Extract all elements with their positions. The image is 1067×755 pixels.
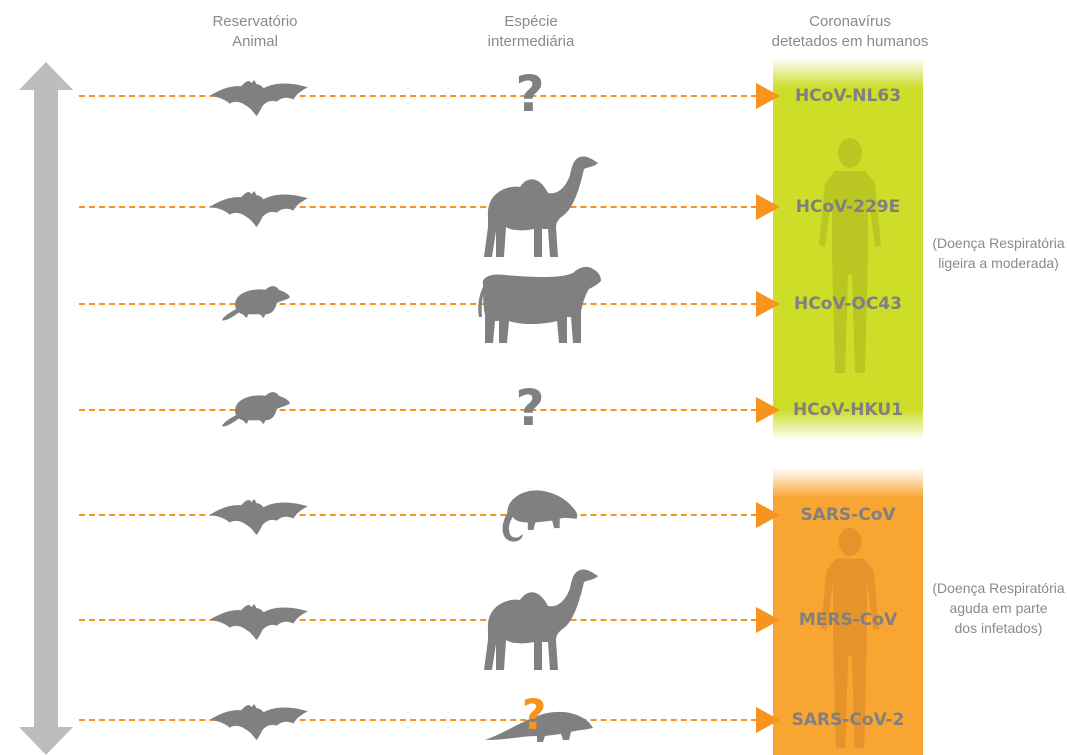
virus-label: HCoV-OC43 bbox=[773, 293, 923, 315]
header-human: Coronavírus detetados em humanos bbox=[750, 12, 950, 52]
dashed-connector-line bbox=[79, 514, 757, 516]
cow-icon bbox=[475, 263, 605, 345]
virus-label: HCoV-NL63 bbox=[773, 85, 923, 107]
virus-label: SARS-CoV-2 bbox=[773, 709, 923, 731]
virus-label: MERS-CoV bbox=[773, 609, 923, 631]
bat-icon bbox=[205, 596, 313, 644]
dashed-connector-line bbox=[79, 619, 757, 621]
virus-label: SARS-CoV bbox=[773, 504, 923, 526]
rodent-icon bbox=[222, 386, 292, 430]
dashed-connector-line bbox=[79, 206, 757, 208]
virus-label: HCoV-HKU1 bbox=[773, 399, 923, 421]
camel-icon bbox=[478, 155, 602, 259]
dashed-connector-line bbox=[79, 303, 757, 305]
severe-disease-note: (Doença Respiratória aguda em parte dos … bbox=[930, 578, 1067, 638]
dashed-connector-line bbox=[79, 95, 757, 97]
virus-label: HCoV-229E bbox=[773, 196, 923, 218]
question-mark-icon: ? bbox=[514, 690, 554, 740]
question-mark-icon: ? bbox=[510, 383, 550, 433]
rodent-icon bbox=[222, 280, 292, 324]
human-silhouette-icon bbox=[805, 135, 895, 380]
bat-icon bbox=[205, 72, 313, 120]
camel-icon bbox=[478, 568, 602, 672]
virus-diversity-arrow-icon bbox=[18, 62, 74, 755]
mild-disease-note: (Doença Respiratória ligeira a moderada) bbox=[930, 233, 1067, 273]
header-intermediate: Espécie intermediária bbox=[431, 12, 631, 52]
civet-icon bbox=[495, 485, 585, 545]
dashed-connector-line bbox=[79, 719, 757, 721]
question-mark-icon: ? bbox=[510, 69, 550, 119]
header-reservoir: Reservatório Animal bbox=[155, 12, 355, 52]
bat-icon bbox=[205, 491, 313, 539]
dashed-connector-line bbox=[79, 409, 757, 411]
bat-icon bbox=[205, 183, 313, 231]
bat-icon bbox=[205, 696, 313, 744]
